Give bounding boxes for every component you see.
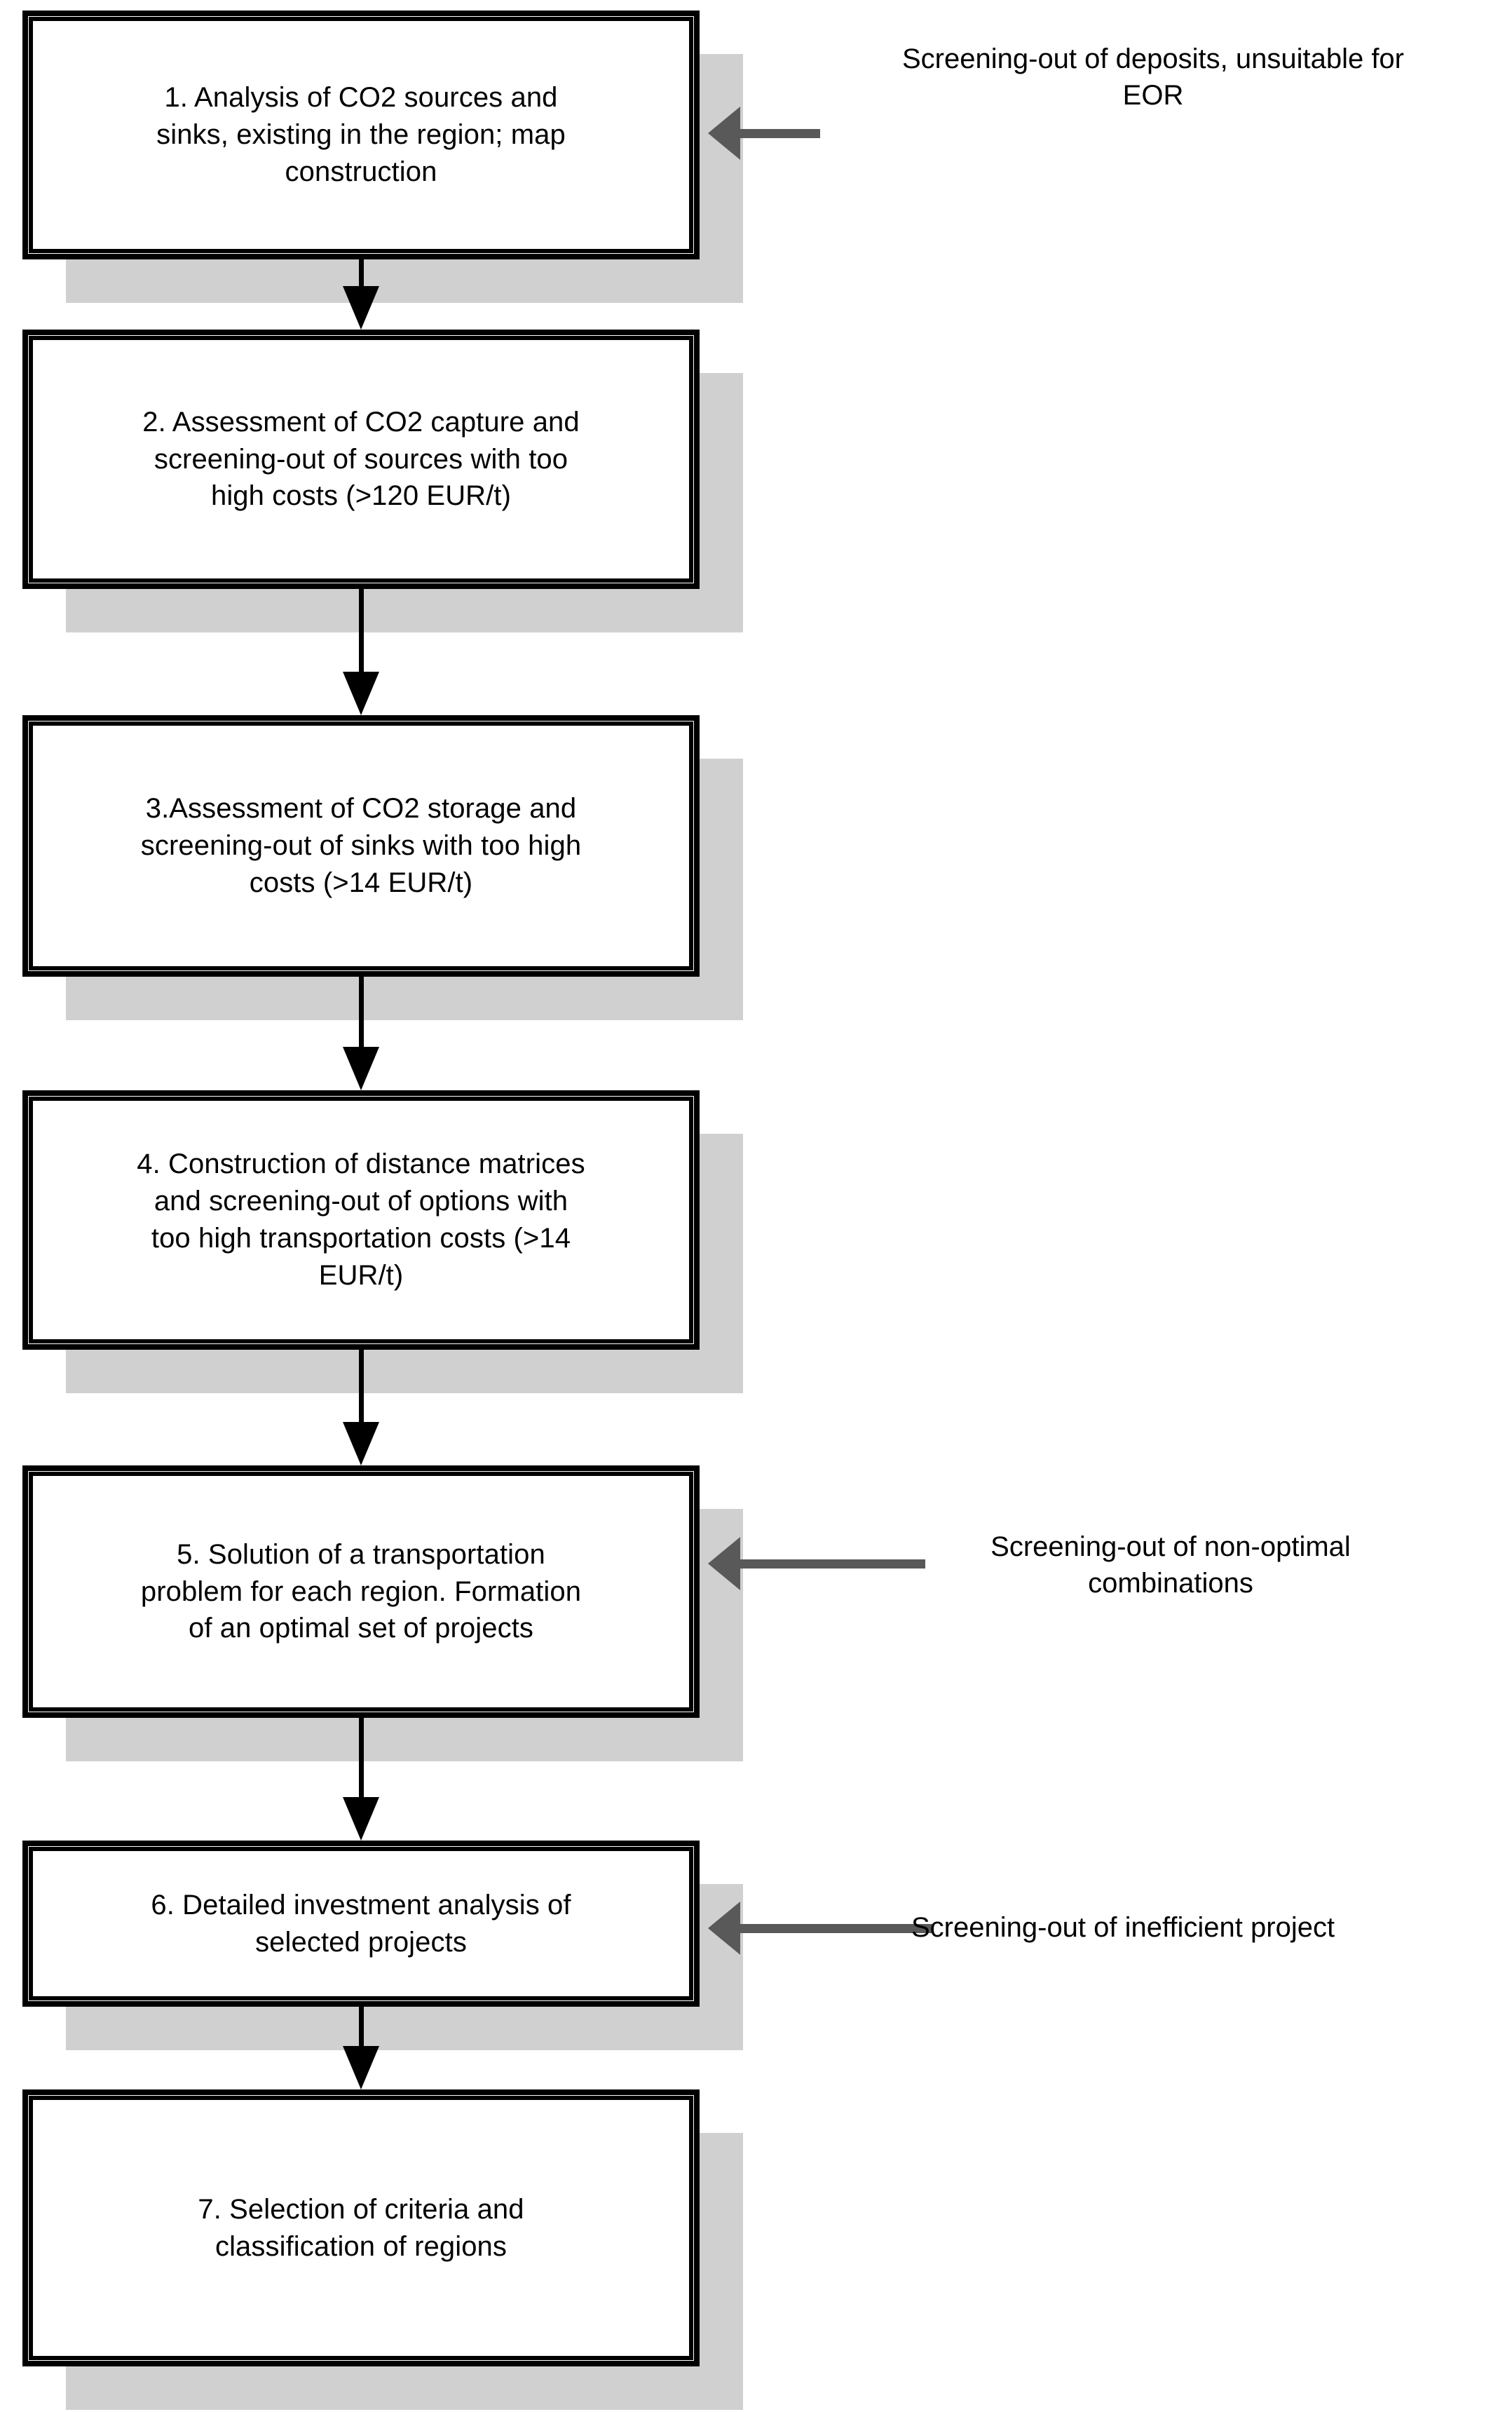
process-box-step-7[interactable]: 7. Selection of criteria and classificat… bbox=[22, 2089, 743, 2410]
connector-stem bbox=[359, 1718, 364, 1801]
box-inner-border: 2. Assessment of CO2 capture and screeni… bbox=[29, 336, 693, 583]
step-3-label: 3.Assessment of CO2 storage and screenin… bbox=[140, 793, 582, 898]
process-box-step-2[interactable]: 2. Assessment of CO2 capture and screeni… bbox=[22, 330, 743, 632]
connector-step-2-to-step-3 bbox=[336, 589, 386, 715]
arrowhead-down-icon bbox=[343, 286, 379, 330]
step-5-label: 5. Solution of a transportation problem … bbox=[140, 1538, 582, 1644]
connector-stem bbox=[359, 977, 364, 1050]
annotation-arrowhead-icon bbox=[708, 107, 740, 160]
process-box-step-1[interactable]: 1. Analysis of CO2 sources and sinks, ex… bbox=[22, 11, 743, 303]
annotation-arrow-step-1 bbox=[708, 105, 820, 161]
connector-stem bbox=[359, 259, 364, 291]
step-1-label: 1. Analysis of CO2 sources and sinks, ex… bbox=[156, 82, 566, 187]
connector-step-4-to-step-5 bbox=[336, 1350, 386, 1465]
connector-step-6-to-step-7 bbox=[336, 2007, 386, 2089]
box-inner-border: 5. Solution of a transportation problem … bbox=[29, 1472, 693, 1712]
annotation-arrow-line bbox=[740, 129, 820, 138]
box-inner-border: 1. Analysis of CO2 sources and sinks, ex… bbox=[29, 17, 693, 253]
step-4-label: 4. Construction of distance matrices and… bbox=[137, 1149, 585, 1291]
step-7-label: 7. Selection of criteria and classificat… bbox=[198, 2193, 524, 2262]
annotation-2-text: Screening-out of non-optimal combination… bbox=[990, 1531, 1351, 1599]
connector-stem bbox=[359, 589, 364, 677]
box-inner-border: 3.Assessment of CO2 storage and screenin… bbox=[29, 721, 693, 970]
process-box-step-5[interactable]: 5. Solution of a transportation problem … bbox=[22, 1465, 743, 1761]
box-inner-border: 6. Detailed investment analysis of selec… bbox=[29, 1847, 693, 2000]
annotation-3-text: Screening-out of inefficient project bbox=[911, 1912, 1335, 1943]
arrowhead-down-icon bbox=[343, 672, 379, 715]
annotation-arrow-line bbox=[740, 1924, 932, 1933]
annotation-arrowhead-icon bbox=[708, 1537, 740, 1590]
connector-step-3-to-step-4 bbox=[336, 977, 386, 1090]
connector-stem bbox=[359, 1350, 364, 1425]
box-inner-border: 7. Selection of criteria and classificat… bbox=[29, 2096, 693, 2360]
process-box-step-4[interactable]: 4. Construction of distance matrices and… bbox=[22, 1090, 743, 1393]
arrowhead-down-icon bbox=[343, 1422, 379, 1465]
step-2-label: 2. Assessment of CO2 capture and screeni… bbox=[142, 406, 580, 512]
process-box-step-6[interactable]: 6. Detailed investment analysis of selec… bbox=[22, 1841, 743, 2050]
annotation-1-text: Screening-out of deposits, unsuitable fo… bbox=[902, 43, 1404, 111]
box-inner-border: 4. Construction of distance matrices and… bbox=[29, 1097, 693, 1343]
process-box-step-3[interactable]: 3.Assessment of CO2 storage and screenin… bbox=[22, 715, 743, 1020]
connector-step-5-to-step-6 bbox=[336, 1718, 386, 1841]
connector-step-1-to-step-2 bbox=[336, 259, 386, 330]
annotation-arrowhead-icon bbox=[708, 1902, 740, 1955]
annotation-arrow-line bbox=[740, 1559, 925, 1569]
arrowhead-down-icon bbox=[343, 1797, 379, 1841]
arrowhead-down-icon bbox=[343, 1047, 379, 1090]
step-6-label: 6. Detailed investment analysis of selec… bbox=[151, 1889, 571, 1958]
annotation-arrow-step-6 bbox=[708, 1900, 932, 1956]
annotation-arrow-step-5 bbox=[708, 1536, 925, 1592]
arrowhead-down-icon bbox=[343, 2046, 379, 2089]
connector-stem bbox=[359, 2007, 364, 2050]
